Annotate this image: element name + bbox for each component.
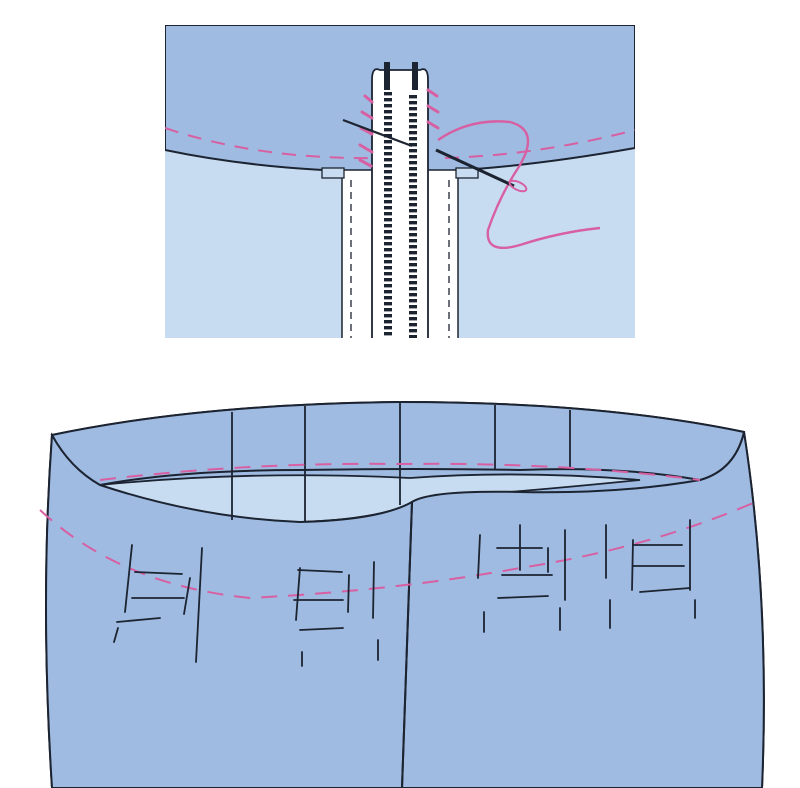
skirt-illustration [39, 400, 765, 788]
waistband-back [50, 400, 746, 487]
zipper-opening [371, 68, 429, 338]
hand-stitch-left [358, 94, 374, 168]
pleat-marks-right [477, 519, 696, 633]
pleat-marks-left [113, 544, 379, 667]
needle-icon [342, 118, 528, 193]
zipper-icon [384, 62, 418, 338]
thread-icon [437, 120, 601, 250]
hand-stitch-right [426, 88, 440, 130]
zipper-detail-panel [165, 25, 635, 338]
waistband-seams [231, 403, 571, 522]
front-overlap-edge [401, 501, 413, 788]
basting-waistband [99, 462, 701, 481]
basting-stitch-top [165, 127, 635, 160]
basting-hipline [39, 499, 761, 600]
